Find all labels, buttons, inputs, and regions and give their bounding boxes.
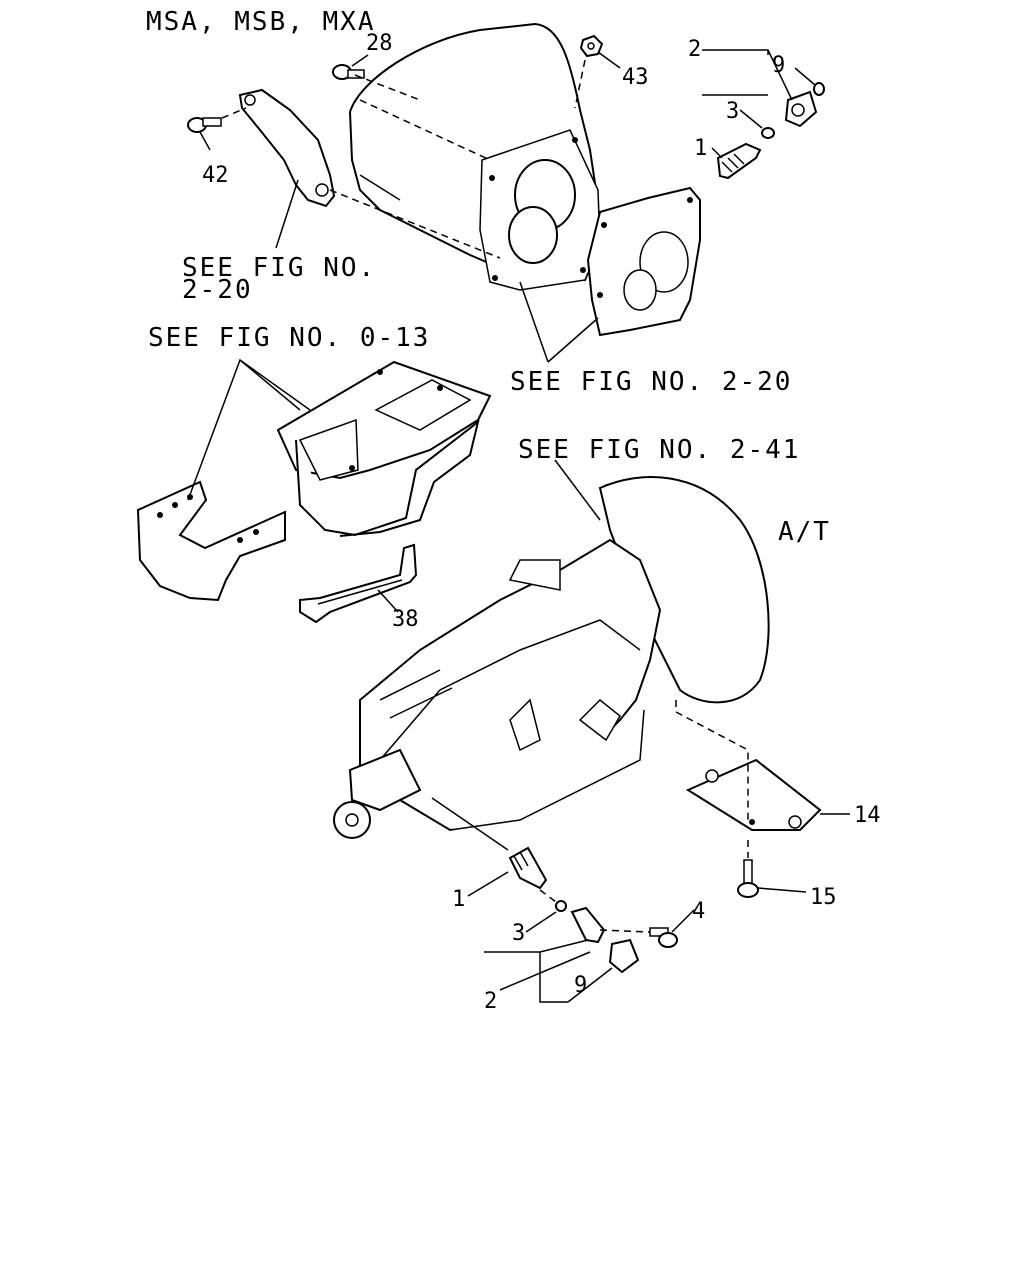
at-title: A/T	[778, 517, 831, 547]
brace-38	[299, 543, 418, 624]
callout-15: 15	[810, 885, 837, 910]
ref-fig-2-41: SEE FIG NO. 2-41	[518, 435, 800, 465]
variant-title: MSA, MSB, MXA	[146, 7, 376, 37]
o-ring-9-top	[813, 82, 825, 96]
automatic-transmission	[333, 476, 770, 839]
callout-2-bottom: 2	[484, 989, 497, 1014]
bolt-15	[737, 859, 759, 898]
o-ring-3-top	[761, 127, 775, 139]
driven-gear-bottom	[508, 846, 548, 890]
bolt-28	[332, 64, 365, 80]
callout-14: 14	[854, 803, 881, 828]
transmission-mount-14	[685, 758, 822, 831]
driven-gear-top	[716, 142, 762, 180]
bolt-4	[649, 927, 678, 948]
ref-fig-0-13: SEE FIG NO. 0-13	[148, 323, 430, 353]
callout-1-bottom: 1	[452, 887, 465, 912]
o-ring-9-bottom	[608, 938, 640, 974]
mount-bracket-upper	[238, 88, 336, 208]
callout-3-top: 3	[726, 99, 739, 124]
callout-1-top: 1	[694, 136, 707, 161]
o-ring-3-bottom	[555, 900, 567, 912]
mount-bracket-lower	[136, 480, 286, 602]
callout-42: 42	[202, 163, 229, 188]
ref-fig-2-20-upper-line1: SEE FIG NO.	[182, 253, 376, 283]
ref-fig-2-20-right: SEE FIG NO. 2-20	[510, 367, 792, 397]
oil-pan	[276, 360, 492, 537]
bolt-42	[187, 117, 222, 133]
callout-43: 43	[622, 65, 649, 90]
speedometer-sleeve-top	[784, 90, 818, 128]
callout-2-top: 2	[688, 37, 701, 62]
nut-43	[579, 34, 604, 58]
ref-fig-2-20-upper-line2: 2-20	[182, 275, 253, 305]
bell-housing	[348, 22, 602, 291]
adapter-plate	[586, 186, 701, 337]
callout-4: 4	[692, 899, 705, 924]
callout-9-top: 9	[772, 53, 785, 78]
callout-38: 38	[392, 607, 419, 632]
callout-28: 28	[366, 31, 393, 56]
speedometer-sleeve-bottom	[570, 906, 606, 944]
callout-3-bottom: 3	[512, 921, 525, 946]
callout-9-bottom: 9	[574, 973, 587, 998]
